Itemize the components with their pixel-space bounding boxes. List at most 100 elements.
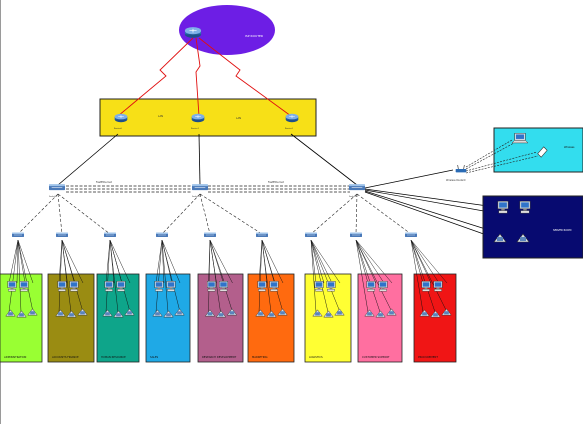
access-switch-icon[interactable] [305, 232, 317, 238]
device-link [410, 239, 448, 284]
dist-switch-left-icon[interactable] [49, 184, 65, 191]
device-link [61, 239, 84, 313]
dept-7-zone [304, 273, 352, 363]
device-link [410, 239, 448, 313]
dept-7-label: LOGISTICS [309, 355, 323, 359]
dept-3-zone [96, 273, 140, 363]
dept-2-pc-icon-1[interactable] [57, 281, 67, 292]
device-link [410, 239, 424, 284]
device-link [310, 239, 341, 313]
access-link [355, 193, 358, 235]
core-router-right-icon[interactable] [285, 113, 299, 123]
access-switch-icon[interactable] [204, 232, 216, 238]
device-link [355, 239, 369, 313]
device-link [258, 239, 263, 313]
device-link [105, 239, 111, 284]
device-link [155, 239, 163, 284]
dept-8-pc-icon-1[interactable] [366, 281, 376, 292]
device-link [109, 239, 131, 284]
dept-1-pc-icon-1[interactable] [7, 281, 17, 292]
dept-6-label: MARKETING [252, 355, 267, 359]
wireless-router-icon[interactable] [455, 164, 467, 173]
dept-2-label: ACCOUNTS FINANCE [52, 355, 79, 359]
device-link [355, 239, 385, 284]
server-pc-icon-1[interactable] [497, 201, 509, 214]
device-link [105, 239, 111, 313]
dept-1-pc-icon-2[interactable] [19, 281, 29, 292]
dept-6-zone [247, 273, 295, 363]
access-switch-icon[interactable] [156, 232, 168, 238]
core-router-left-icon[interactable] [114, 113, 128, 123]
dept-5-pc-icon-2[interactable] [218, 281, 229, 292]
dept-7-pc-icon-1[interactable] [314, 281, 324, 292]
isp-router-icon[interactable] [184, 26, 202, 39]
dept-3-pc-icon-2[interactable] [116, 281, 126, 292]
dept-1-zone [0, 273, 43, 363]
dept-8-label: CUSTOMER SUPPORT [362, 355, 390, 359]
device-link [310, 239, 329, 313]
access-switch-icon[interactable] [104, 232, 116, 238]
core-router-mid-icon[interactable] [191, 113, 205, 123]
device-link [8, 239, 19, 313]
device-link [155, 239, 163, 313]
device-link [17, 239, 22, 313]
device-link [8, 239, 19, 284]
wireless-laptop-icon[interactable] [512, 133, 528, 144]
access-switch-icon[interactable] [256, 232, 268, 238]
trunk-links [66, 185, 350, 193]
device-link [310, 239, 333, 284]
access-link [161, 193, 201, 235]
access-switch-icon[interactable] [12, 232, 24, 238]
dept-5-pc-icon-1[interactable] [206, 281, 217, 292]
dist-switch-right-icon[interactable] [349, 184, 365, 191]
device-link [61, 239, 72, 313]
core-zone-label-2: LAN [236, 116, 241, 120]
access-switch-icon[interactable] [56, 232, 68, 238]
dist-switch-mid-icon[interactable] [192, 184, 208, 191]
core-router-left-label: Router0 [114, 127, 123, 130]
device-link [17, 239, 34, 284]
device-link [261, 239, 284, 284]
dept-9-pc-icon-2[interactable] [433, 281, 443, 292]
trunk-label-right: FastEthernet [268, 180, 284, 184]
isp-label: ISP ROUTER [245, 34, 263, 38]
dept-9-pc-icon-1[interactable] [421, 281, 431, 292]
dept-9-label: PROCUREMENT [418, 355, 438, 359]
device-link [410, 239, 424, 313]
dept-7-pc-icon-2[interactable] [326, 281, 336, 292]
access-switch-icon[interactable] [405, 232, 417, 238]
device-link [261, 239, 272, 313]
device-link [16, 239, 19, 284]
dept-4-pc-icon-2[interactable] [166, 281, 176, 292]
device-link [161, 239, 165, 284]
device-link [161, 239, 181, 313]
access-link [17, 193, 59, 235]
device-link [61, 239, 84, 284]
dept-8-zone [357, 273, 403, 363]
device-link [58, 239, 63, 313]
dept-8-pc-icon-2[interactable] [378, 281, 388, 292]
dept-5-zone [197, 273, 244, 363]
device-link [355, 239, 393, 313]
device-link [355, 239, 381, 313]
dept-4-pc-icon-1[interactable] [154, 281, 164, 292]
server-pc-icon-2[interactable] [519, 201, 531, 214]
uplinks [57, 133, 358, 186]
left-edge-line [0, 0, 1, 424]
dept-6-pc-icon-1[interactable] [257, 281, 267, 292]
device-link [310, 239, 325, 284]
trunk-label-left: FastEthernet [96, 180, 112, 184]
device-link [209, 239, 233, 313]
wireless-links [465, 139, 539, 174]
dist-switch-mid-label: Switch1 [192, 195, 201, 198]
dept-3-label: HUMAN RESOURCE [101, 355, 126, 359]
server-zone-label: SERVER ROOM [553, 228, 571, 232]
dept-6-pc-icon-2[interactable] [269, 281, 279, 292]
dept-3-pc-icon-1[interactable] [104, 281, 114, 292]
access-switch-icon[interactable] [350, 232, 362, 238]
device-link [261, 239, 284, 313]
device-link [310, 239, 341, 284]
device-link [355, 239, 393, 284]
dept-2-pc-icon-2[interactable] [69, 281, 79, 292]
